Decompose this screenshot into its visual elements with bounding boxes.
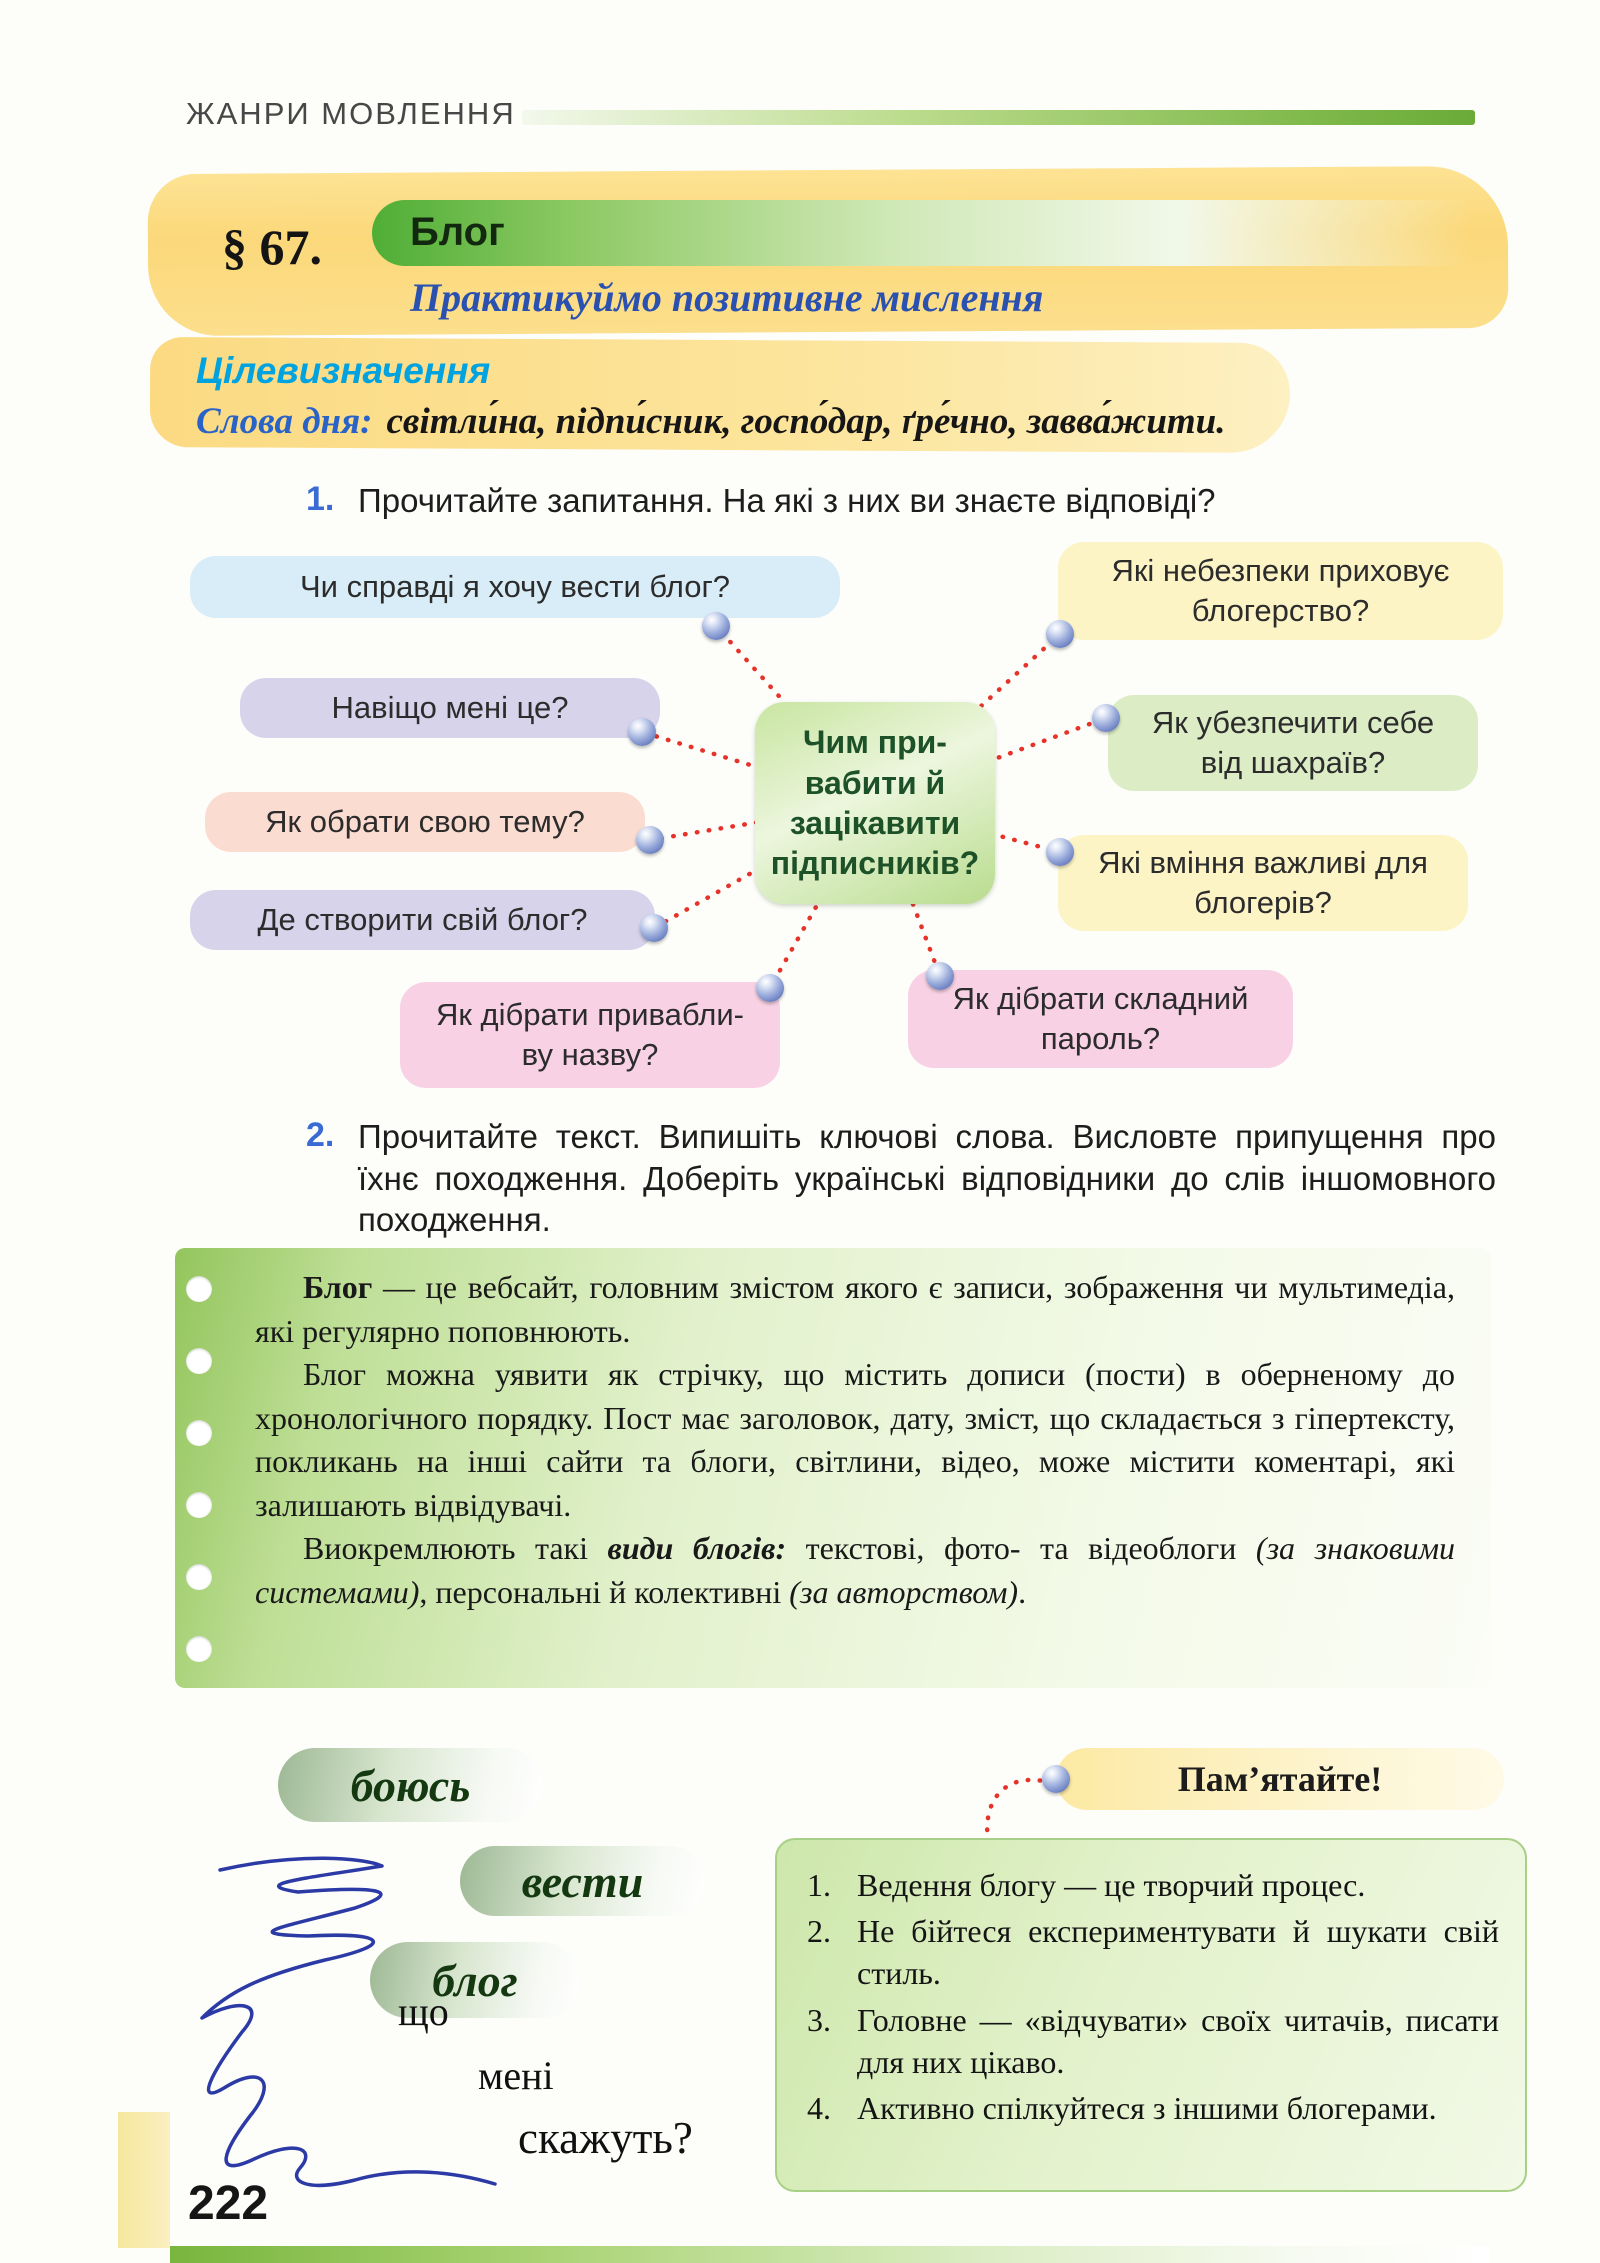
connector-dot-icon [926,962,954,990]
words-of-day-list: світли́на, підпи́сник, госпо́дар, ґре́чн… [386,401,1226,442]
doodle-word-say: скажуть? [518,2113,693,2163]
reading-paragraph-structure: Блог можна уявити як стрічку, що містить… [255,1356,1455,1523]
exercise-1-number: 1. [306,480,335,518]
binding-hole [186,1348,212,1374]
advice-item-number: 3. [807,2001,831,2038]
doodle-pill-blog: блог [370,1942,580,2018]
advice-box: 1. Ведення блогу — це творчий процес. 2.… [775,1838,1527,2192]
reading-panel: Блог — це вебсайт, головним змістом яког… [175,1248,1491,1688]
exercise-2-instruction: Прочитайте текст. Випишіть ключові слова… [358,1118,1496,1239]
mindmap-bubble-password: Як дібрати складний пароль? [908,970,1293,1068]
chapter-header: ЖАНРИ МОВЛЕННЯ [186,96,516,131]
mindmap-bubble-skills: Які вміння важливі для блогерів? [1058,835,1468,931]
mindmap-bubble-dangers: Які небезпеки приховує блогерство? [1058,542,1503,640]
mindmap-bubble-really-want: Чи справді я хочу вести блог? [190,556,840,618]
advice-item: 1. Ведення блогу — це творчий процес. [807,1864,1499,1906]
reading-paragraph-types: Виокремлюють такі види блогів: текстові,… [255,1530,1456,1610]
advice-item-text: Ведення блогу — це творчий процес. [857,1867,1366,1903]
advice-item-text: Активно спілкуйтеся з іншими блогерами. [857,2090,1437,2127]
advice-item-number: 2. [807,1913,831,1950]
goal-label: Цілевизначення [196,350,491,391]
mindmap-bubble-catchy-name: Як дібрати привабли- ву назву? [400,982,780,1088]
lesson-title-banner: Блог [372,200,1494,266]
advice-item: 3. Головне — «відчувати» своїх читачів, … [807,1999,1499,2083]
connector-dot-icon [1092,704,1120,732]
advice-item: 2. Не бійтеся експериментувати й шукати … [807,1910,1499,1994]
connector-dot-icon [628,718,656,746]
mindmap-bubble-where-create: Де створити свій блог? [190,890,655,950]
connector-dot-icon [756,974,784,1002]
connector-dot-icon [1042,1765,1070,1793]
advice-item-number: 4. [807,2090,831,2127]
advice-item: 4. Активно спілкуйтеся з іншими блогерам… [807,2087,1499,2129]
mindmap-center-bubble: Чим при- вабити й зацікавити підписників… [755,702,995,904]
binding-hole [186,1636,212,1662]
connector-dot-icon [1046,838,1074,866]
remember-banner: Пам’ятайте! [1056,1748,1504,1810]
lesson-subtitle: Практикуймо позитивне мислення [410,275,1044,320]
advice-item-text: Головне — «відчувати» своїх читачів, пис… [857,2001,1499,2080]
mindmap-bubble-why: Навіщо мені це? [240,678,660,738]
chapter-rule [522,110,1475,125]
words-of-day: Слова дня: світли́на, підпи́сник, госпо́д… [196,400,1226,443]
reading-paragraph-definition: Блог — це вебсайт, головним змістом яког… [255,1269,1455,1349]
advice-item-text: Не бійтеся експериментувати й шукати сві… [857,1913,1499,1992]
lesson-title: Блог [410,210,505,254]
advice-item-number: 1. [807,1867,831,1903]
connector-dot-icon [702,612,730,640]
doodle-word-what: що [398,1989,449,2034]
section-number: § 67. [222,219,322,275]
mindmap-bubble-protect-scammers: Як убезпечити себе від шахраїв? [1108,695,1478,791]
connector-dot-icon [636,826,664,854]
footer-bar [170,2246,1490,2263]
words-of-day-label: Слова дня: [196,401,373,442]
binding-hole [186,1276,212,1302]
binding-hole [186,1564,212,1590]
page-number: 222 [188,2177,269,2230]
mindmap-bubble-topic: Як обрати свою тему? [205,792,645,852]
footer-accent-strip [118,2112,170,2248]
doodle-pill-afraid: боюсь [278,1748,543,1822]
connector-dot-icon [640,914,668,942]
binding-hole [186,1492,212,1518]
pen-scribble-icon [200,1856,497,2188]
exercise-1-instruction: Прочитайте запитання. На які з них ви зн… [358,482,1216,519]
binding-hole [186,1420,212,1446]
connector-dot-icon [1046,620,1074,648]
doodle-pill-run: вести [460,1846,705,1916]
mindmap: Чи справді я хочу вести блог? Навіщо мен… [0,540,1600,1105]
exercise-2-number: 2. [306,1116,335,1154]
exercise-1: 1. Прочитайте запитання. На які з них ви… [306,480,1216,522]
doodle-word-me: мені [478,2053,554,2098]
exercise-2: 2. Прочитайте текст. Випишіть ключові сл… [306,1116,1496,1241]
